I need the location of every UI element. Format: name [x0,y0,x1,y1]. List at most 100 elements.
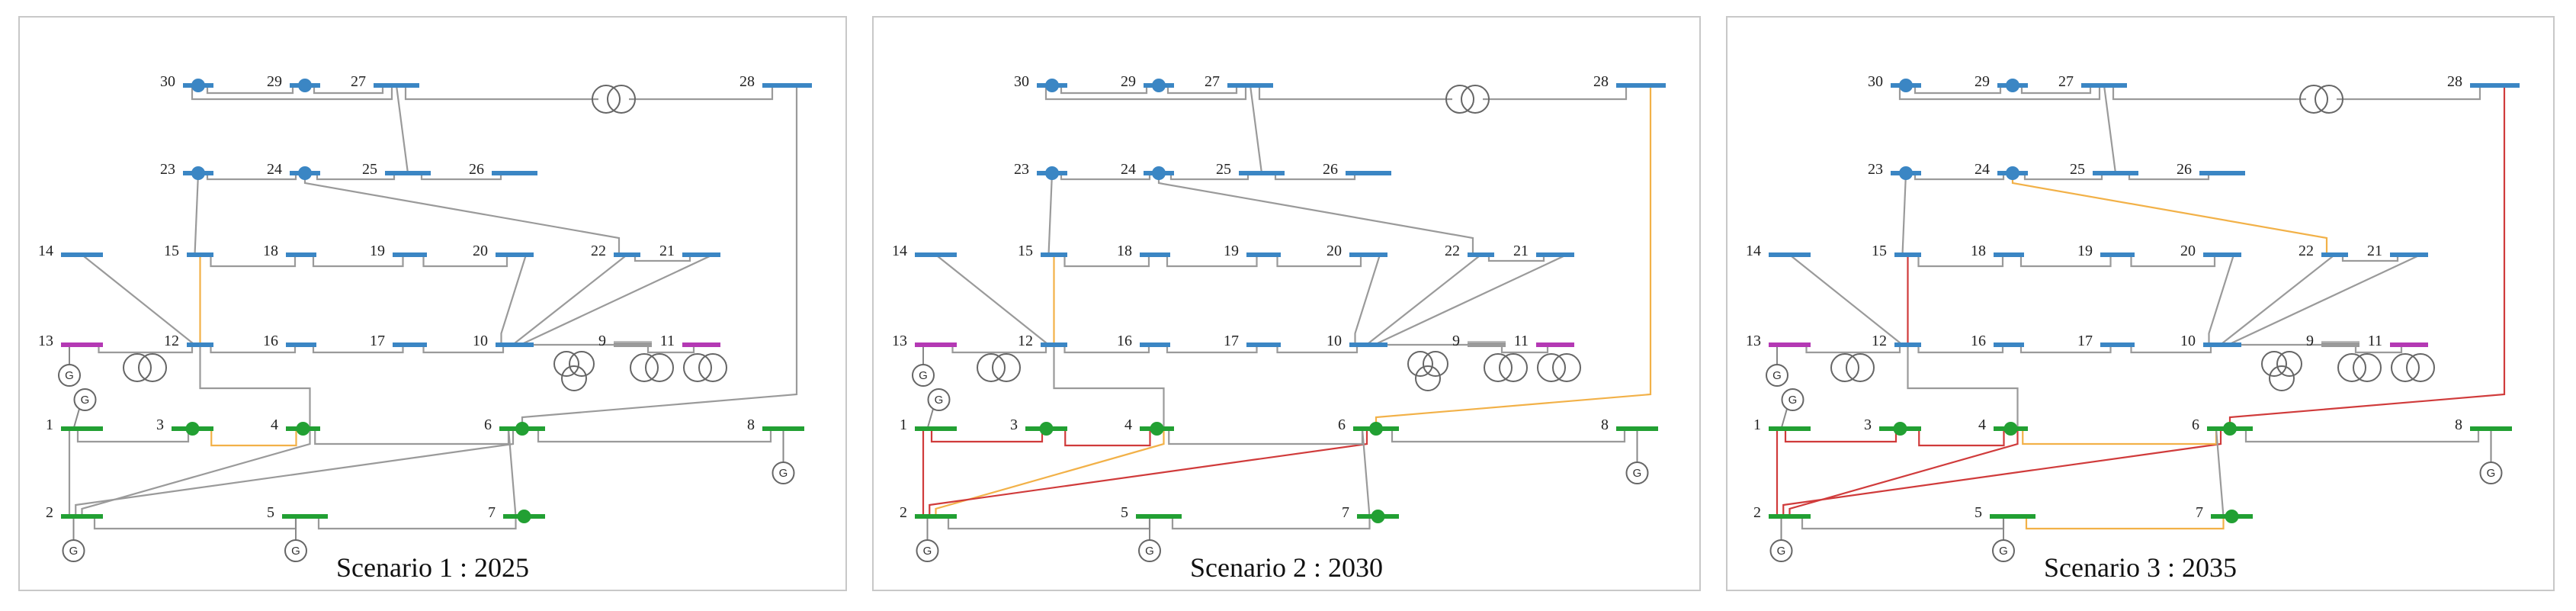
bus-number-label: 7 [2196,504,2203,521]
bus-number-label: 25 [362,161,377,178]
bus-number-label: 6 [1338,416,1346,433]
branch-10-21 [520,254,714,346]
bus-2: 2 [46,504,103,521]
branch-25-27 [1249,85,1263,174]
branch-25-27 [2103,85,2117,174]
generator-label: G [1777,545,1786,558]
bus-number-label: 28 [2447,73,2462,90]
bus-16: 16 [1117,333,1170,349]
bus-11: 11 [2368,333,2428,349]
bus-number-label: 3 [156,416,164,433]
generator-icon-bus-13: G [912,345,935,387]
bus-number-label: 22 [2299,243,2314,259]
bus-29: 29 [267,73,320,92]
bus-number-label: 13 [892,333,907,349]
bus-number-label: 29 [1975,73,1990,90]
bus-27: 27 [1205,73,1273,90]
bus-15: 15 [164,243,213,259]
bus-number-label: 23 [1868,161,1883,178]
bus-number-label: 14 [1746,243,1761,259]
generator-icon-bus-5: G [284,516,307,562]
bus-14: 14 [1746,243,1811,259]
branch-6-7 [2215,428,2225,517]
bus-25: 25 [362,161,431,178]
bus-number-label: 29 [1121,73,1136,90]
branch-1-3 [1784,429,1898,443]
transformer-icon [683,353,727,382]
bus-17: 17 [2077,333,2135,349]
bus-number-label: 12 [164,333,179,349]
generator-icon-bus-1: G [1780,388,1804,429]
bus-25: 25 [1216,161,1285,178]
transformer-icon [630,353,674,382]
branch-18-19 [1166,255,1258,268]
branch-20-10 [500,254,528,345]
bus-5: 5 [267,504,328,521]
bus-number-label: 15 [1872,243,1887,259]
bus-number-label: 27 [351,73,366,90]
bus-number-label: 17 [1224,333,1239,349]
bus-13: 13 [1746,333,1811,349]
generator-label: G [779,467,788,480]
bus-number-label: 19 [2077,243,2093,259]
bus-28: 28 [739,73,812,90]
bus-number-label: 30 [1014,73,1029,90]
branch-9-11 [2354,345,2403,354]
bus-27: 27 [351,73,419,90]
transformer-icon [592,85,636,114]
generator-label: G [919,369,928,382]
bus-number-label: 5 [1975,504,1982,521]
bus-21: 21 [1513,243,1574,259]
branch-27-28 [1258,85,1452,101]
generator-label: G [69,545,79,558]
bus-3: 3 [156,416,213,436]
bus-number-label: 30 [160,73,175,90]
generator-icon-bus-8: G [772,429,795,484]
bus-7: 7 [2196,504,2253,523]
branch-15-23 [194,172,200,256]
generator-icon-bus-5: G [1138,516,1161,562]
bus-1: 1 [900,416,957,433]
branch-15-23 [1901,172,1907,256]
branch-12-13 [951,345,1047,354]
bus-9: 9 [598,333,652,349]
bus-number-label: 30 [1868,73,1883,90]
branch-15-18 [210,255,297,268]
bus-1: 1 [1753,416,1811,433]
bus-number-label: 10 [473,333,488,349]
branch-1-3 [76,429,190,443]
bus-number-label: 22 [1445,243,1460,259]
bus-number-label: 1 [900,416,907,433]
generator-icon-bus-2: G [62,516,85,562]
bus-2: 2 [1753,504,1811,521]
panel-frame [872,16,1701,591]
bus-number-label: 18 [1971,243,1986,259]
bus-15: 15 [1872,243,1921,259]
bus-7: 7 [488,504,545,523]
bus-7: 7 [1342,504,1399,523]
generator-label: G [1633,467,1642,480]
bus-5: 5 [1975,504,2035,521]
bus-number-label: 16 [1971,333,1986,349]
branch-12-14 [1788,254,1904,346]
bus-10: 10 [2180,333,2241,349]
branch-4-12 [199,345,311,429]
bus-number-label: 6 [484,416,492,433]
branch-16-17 [1166,345,1258,354]
bus-12: 12 [1018,333,1067,349]
bus-12: 12 [1872,333,1921,349]
bus-26: 26 [1323,161,1391,178]
bus-22: 22 [1445,243,1494,259]
branch-17-10 [422,345,505,354]
bus-number-label: 13 [38,333,53,349]
bus-number-label: 28 [739,73,755,90]
bus-19: 19 [370,243,427,259]
branch-6-8 [2244,429,2480,443]
branch-27-28 [2112,85,2306,101]
branch-27-28 [2337,85,2481,101]
bus-24: 24 [1975,161,2028,180]
bus-4: 4 [1124,416,1174,436]
bus-number-label: 23 [1014,161,1029,178]
